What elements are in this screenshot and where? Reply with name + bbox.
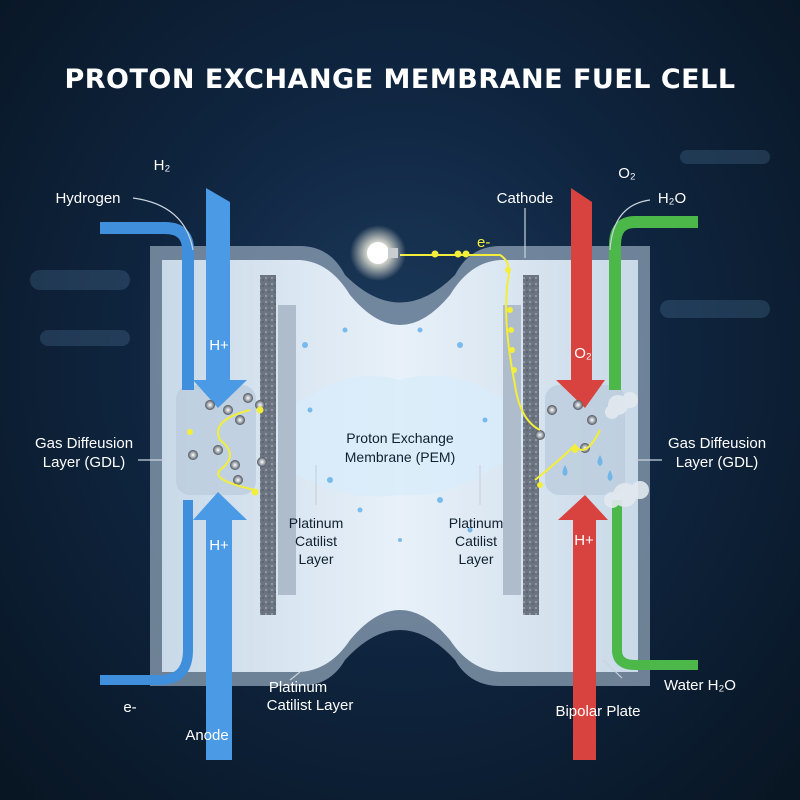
hydrogen-pipe	[100, 222, 194, 390]
label-electron-bottom: e-	[123, 699, 136, 716]
hydrogen-down-arrow	[193, 188, 247, 408]
background-blur	[30, 150, 770, 346]
label-electron-top: e-	[477, 234, 490, 251]
oxygen-down-arrow	[556, 188, 605, 408]
label-water: Water H₂O	[664, 677, 736, 694]
electron-dots	[187, 250, 578, 496]
label-pcl-left-2: Catilist	[295, 533, 337, 549]
membrane-glow	[260, 375, 540, 497]
label-bipolar-plate: Bipolar Plate	[555, 703, 640, 720]
label-gdl-right-1: Gas Diffeusion	[668, 435, 766, 452]
label-pcl-left-3: Layer	[298, 551, 333, 567]
label-gdl-right-2: Layer (GDL)	[676, 454, 759, 471]
label-pcl-right-1: Platinum	[449, 515, 503, 531]
label-pcl-right-3: Layer	[458, 551, 493, 567]
light-bulb-icon	[350, 225, 406, 281]
label-pcl-left-1: Platinum	[289, 515, 343, 531]
label-h-plus-top: H+	[209, 337, 229, 354]
water-bubbles	[302, 327, 613, 542]
water-outlet-pipe	[612, 500, 698, 670]
label-pem-2: Membrane (PEM)	[345, 449, 455, 465]
label-o2-top: O₂	[618, 165, 636, 182]
anode-outlet-pipe	[100, 500, 193, 685]
label-anode: Anode	[185, 727, 228, 744]
diagram-title: PROTON EXCHANGE MEMBRANE FUEL CELL	[64, 64, 735, 95]
label-gdl-left-2: Layer (GDL)	[43, 454, 126, 471]
label-pcl-bottom-1: Platinum	[269, 679, 327, 696]
label-pem-1: Proton Exchange	[346, 430, 454, 446]
electron-paths	[217, 254, 601, 491]
label-h2: H₂	[154, 157, 171, 174]
hydrogen-up-arrow	[193, 492, 247, 760]
label-hydrogen: Hydrogen	[55, 190, 120, 207]
label-o2-arrow: O₂	[574, 345, 592, 362]
catalyst-layer-right	[523, 275, 539, 615]
catalyst-layer-left	[260, 275, 276, 615]
pem-strip-right	[503, 305, 521, 595]
steam-clouds	[604, 392, 649, 508]
gas-molecules	[188, 393, 597, 485]
label-pcl-right-2: Catilist	[455, 533, 497, 549]
leader-lines	[132, 197, 662, 681]
label-gdl-left-1: Gas Diffeusion	[35, 435, 133, 452]
label-h-plus-bottom: H+	[209, 537, 229, 554]
label-h-plus-right: H+	[574, 532, 594, 549]
label-pcl-bottom-2: Catilist Layer	[267, 697, 354, 714]
label-h2o-top: H₂O	[658, 190, 686, 207]
oxygen-up-arrow	[558, 495, 608, 760]
pem-strip-left	[278, 305, 296, 595]
water-pipe	[609, 216, 698, 390]
label-cathode: Cathode	[497, 190, 554, 207]
